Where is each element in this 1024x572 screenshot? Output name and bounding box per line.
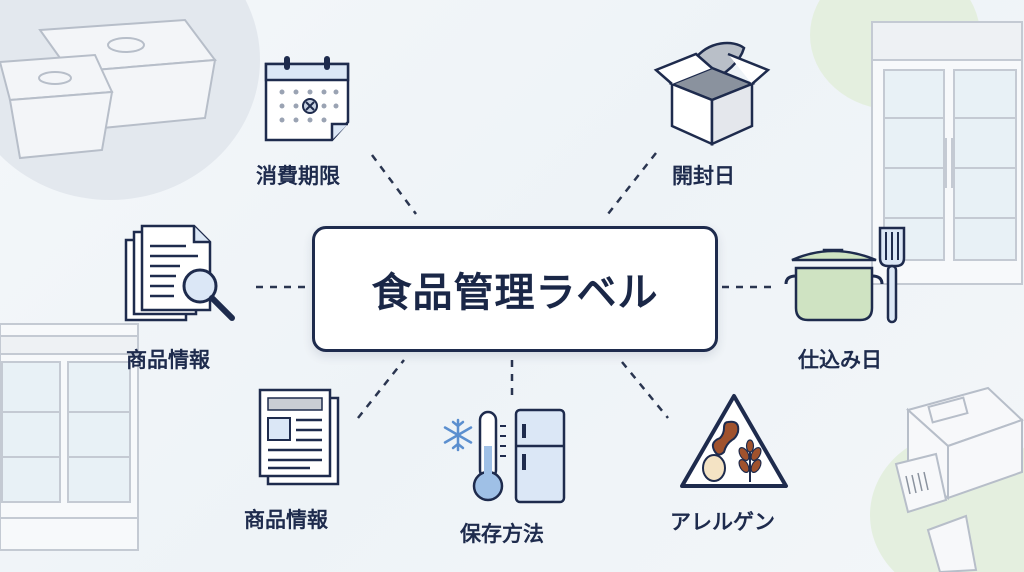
center-title-box: 食品管理ラベル (312, 226, 718, 352)
allergen-triangle-icon (680, 394, 788, 488)
document-search-icon (124, 224, 235, 322)
thermometer-fridge-icon (443, 408, 566, 504)
connector-expiry (370, 154, 418, 215)
food-container-illustration (0, 18, 217, 160)
node-label-allergen: アレルゲン (670, 510, 775, 534)
showcase-counter-illustration (0, 323, 139, 551)
node-label-opened: 開封日 (672, 164, 735, 188)
peanut-icon (711, 420, 740, 456)
connector-product-info-2 (357, 359, 405, 419)
label-printer-illustration (894, 386, 1024, 572)
wheat-icon (738, 439, 762, 482)
snowflake-icon (443, 418, 473, 452)
node-label-expiry: 消費期限 (256, 164, 340, 188)
egg-icon (702, 454, 726, 482)
cooking-pot-icon (784, 226, 906, 324)
center-title: 食品管理ラベル (371, 270, 659, 316)
node-label-storage: 保存方法 (460, 522, 544, 546)
connector-opened (607, 152, 657, 215)
node-label-prep-date: 仕込み日 (798, 348, 882, 372)
open-box-icon (653, 41, 771, 146)
connector-allergen (621, 361, 669, 419)
node-label-product-info-2: 商品情報 (244, 508, 328, 532)
node-label-product-info-1: 商品情報 (126, 348, 210, 372)
document-icon (258, 388, 340, 486)
calendar-icon (264, 56, 350, 142)
